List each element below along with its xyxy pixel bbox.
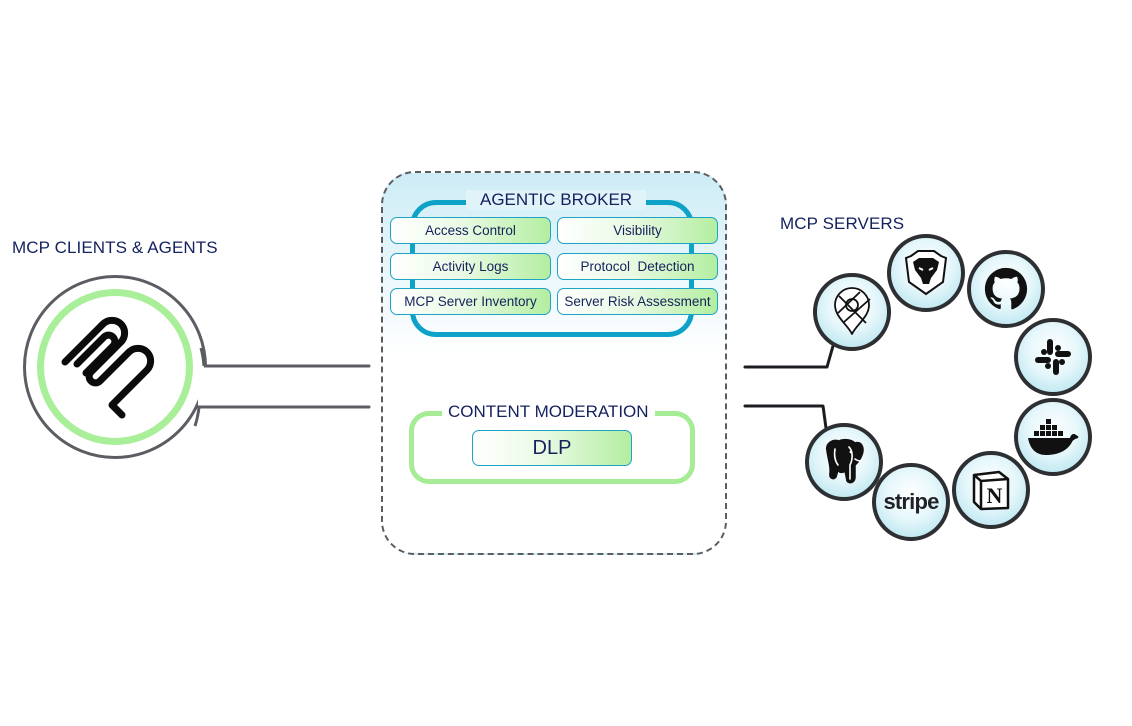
brave-lion-icon bbox=[904, 250, 948, 296]
moderation-item-dlp: DLP bbox=[472, 430, 632, 466]
postgresql-elephant-icon bbox=[825, 438, 864, 484]
server-connector-bottom bbox=[743, 404, 828, 430]
feature-mcp-server-inventory: MCP Server Inventory bbox=[390, 288, 551, 315]
feature-access-control: Access Control bbox=[390, 217, 551, 244]
moderation-title: CONTENT MODERATION bbox=[448, 402, 649, 421]
map-pin-icon bbox=[834, 287, 871, 335]
server-notion: N bbox=[952, 451, 1030, 529]
broker-title: AGENTIC BROKER bbox=[480, 190, 633, 209]
broker-title-bg: AGENTIC BROKER bbox=[466, 190, 647, 210]
server-brave bbox=[887, 234, 965, 312]
moderation-title-bg: CONTENT MODERATION bbox=[442, 402, 655, 422]
clients-inner-ring bbox=[37, 289, 193, 445]
server-postgresql bbox=[805, 423, 883, 501]
notion-icon: N bbox=[972, 470, 1010, 511]
servers-title: MCP SERVERS bbox=[780, 214, 905, 233]
server-google-maps bbox=[813, 273, 891, 351]
mcp-logo-icon bbox=[61, 316, 155, 419]
svg-text:N: N bbox=[987, 483, 1003, 508]
feature-visibility: Visibility bbox=[557, 217, 718, 244]
server-slack bbox=[1014, 318, 1092, 396]
server-docker bbox=[1014, 398, 1092, 476]
clients-node-gap bbox=[198, 365, 210, 409]
docker-icon bbox=[1028, 419, 1079, 455]
feature-protocol-detection: Protocol Detection bbox=[557, 253, 718, 280]
slack-icon bbox=[1035, 339, 1071, 375]
server-connector-top bbox=[743, 344, 835, 369]
server-github bbox=[967, 250, 1045, 328]
stripe-logo: stripe bbox=[883, 489, 939, 514]
clients-title: MCP CLIENTS & AGENTS bbox=[12, 238, 218, 257]
feature-activity-logs: Activity Logs bbox=[390, 253, 551, 280]
feature-server-risk-assessment: Server Risk Assessment bbox=[557, 288, 718, 315]
server-stripe: stripe bbox=[872, 463, 950, 541]
github-icon bbox=[984, 267, 1028, 310]
